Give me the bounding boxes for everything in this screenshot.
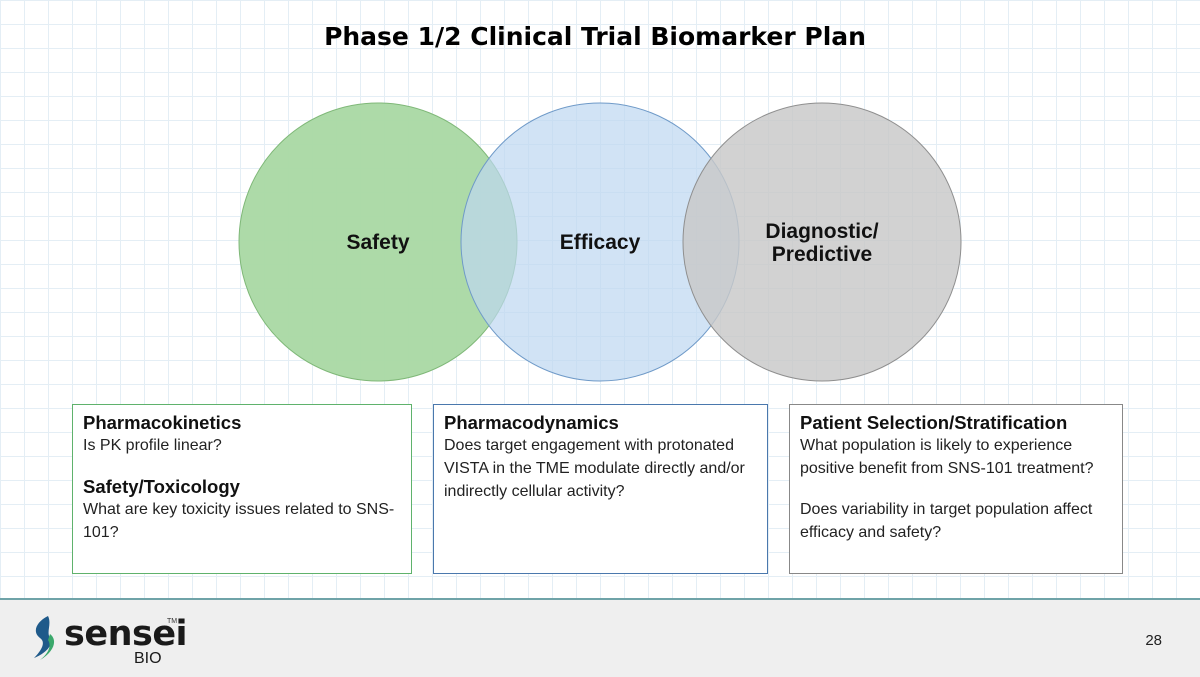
logo-bio-text: BIO [134,650,162,667]
venn-diagram: Safety Efficacy Diagnostic/ Predictive [238,102,962,382]
safety-box: Pharmacokinetics Is PK profile linear? S… [72,404,412,574]
pharmacodynamics-text: Does target engagement with protonated V… [444,437,745,500]
diagnostic-label-line1: Diagnostic/ [765,220,878,243]
patient-selection-text: What population is likely to experience … [800,437,1094,477]
logo-trademark: TM [167,618,178,625]
sensei-leaf-icon [34,616,55,660]
pharmacokinetics-text: Is PK profile linear? [83,437,222,454]
diagnostic-label-line2: Predictive [772,243,872,266]
page-number: 28 [1145,632,1162,649]
diagnostic-circle [682,102,962,382]
variability-text: Does variability in target population af… [800,501,1093,541]
efficacy-box: Pharmacodynamics Does target engagement … [433,404,768,574]
pharmacokinetics-heading: Pharmacokinetics [83,412,242,433]
safety-toxicology-heading: Safety/Toxicology [83,476,240,497]
diagnostic-box: Patient Selection/Stratification What po… [789,404,1123,574]
footer: sensei TM BIO 28 [0,598,1200,677]
pharmacodynamics-heading: Pharmacodynamics [444,412,619,433]
safety-label: Safety [346,231,409,254]
patient-selection-heading: Patient Selection/Stratification [800,412,1068,433]
safety-toxicology-text: What are key toxicity issues related to … [83,501,395,541]
sensei-bio-logo: sensei TM BIO [30,612,190,668]
efficacy-label: Efficacy [560,231,641,254]
page-title: Phase 1/2 Clinical Trial Biomarker Plan [324,22,866,51]
logo-wordmark: sensei [64,614,188,654]
